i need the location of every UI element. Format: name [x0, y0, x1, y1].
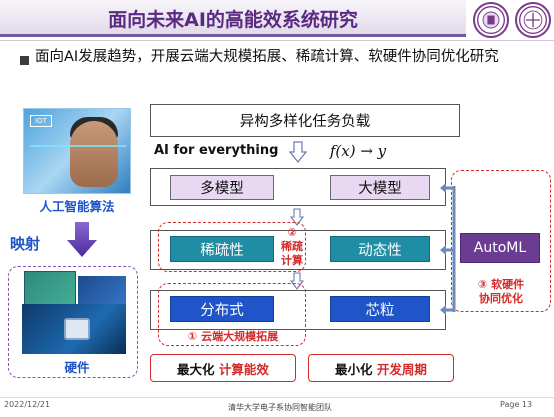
department-seal-icon	[515, 2, 551, 38]
header-divider	[0, 40, 554, 41]
university-seal-icon	[473, 2, 509, 38]
bullet-text: 面向AI发展趋势，开展云端大规模拓展、稀疏计算、软硬件协同优化研究	[35, 49, 499, 65]
large-model-box: 大模型	[330, 175, 430, 200]
maximize-efficiency-box: 最大化 计算能效	[150, 354, 296, 382]
sparsity-box: 稀疏性	[170, 236, 274, 262]
automl-box: AutoML	[460, 233, 540, 263]
hardware-group	[8, 266, 138, 378]
sparse-compute-number: ②	[287, 226, 297, 239]
sparse-compute-label-line1: 稀疏	[281, 239, 303, 253]
goal-prefix: 最大化	[177, 361, 215, 377]
hardware-caption: 硬件	[64, 359, 90, 375]
goal-prefix: 最小化	[335, 361, 373, 377]
ai-algorithm-caption: 人工智能算法	[39, 198, 115, 214]
distributed-box: 分布式	[170, 296, 274, 322]
goal-highlight: 开发周期	[376, 361, 427, 377]
codesign-label-line2: 协同优化	[479, 291, 523, 305]
cloud-scale-highlight	[158, 283, 306, 346]
codesign-label-line1: ③ 软硬件	[477, 277, 525, 291]
down-arrow-icon	[289, 141, 307, 163]
minimize-cycle-box: 最小化 开发周期	[308, 354, 454, 382]
goal-highlight: 计算能效	[218, 361, 269, 377]
sparse-compute-highlight	[158, 222, 306, 272]
page-title: 面向未来AI的高能效系统研究	[108, 9, 358, 31]
chip-icon	[64, 318, 90, 340]
down-arrow-icon	[290, 208, 304, 226]
formula-label: f(x) → y	[329, 142, 387, 160]
dynamism-box: 动态性	[330, 236, 430, 262]
footer-divider	[0, 397, 554, 398]
multi-model-box: 多模型	[170, 175, 274, 200]
mapping-down-arrow-icon	[67, 222, 97, 257]
footer-date: 2022/12/21	[4, 400, 51, 409]
automl-connector-arrows-icon	[440, 183, 456, 315]
face-illustration	[70, 121, 118, 187]
mapping-label: 映射	[9, 234, 40, 253]
iot-tag: IOT	[30, 115, 52, 127]
chiplet-box: 芯粒	[330, 296, 430, 322]
codesign-highlight	[451, 170, 551, 312]
ai-for-everything-label: AI for everything	[154, 143, 279, 158]
sparse-compute-label-line2: 计算	[281, 253, 303, 267]
cloud-scale-label: ① 云端大规模拓展	[187, 330, 279, 343]
scan-line	[30, 145, 126, 147]
bullet-square-icon	[20, 56, 29, 65]
title-bar	[0, 0, 466, 37]
ai-algorithm-image: IOT	[23, 108, 131, 194]
footer-organization: 清华大学电子系协同智能团队	[228, 402, 332, 412]
workload-box: 异构多样化任务负载	[150, 104, 460, 137]
footer-page-number: Page 13	[500, 400, 533, 409]
